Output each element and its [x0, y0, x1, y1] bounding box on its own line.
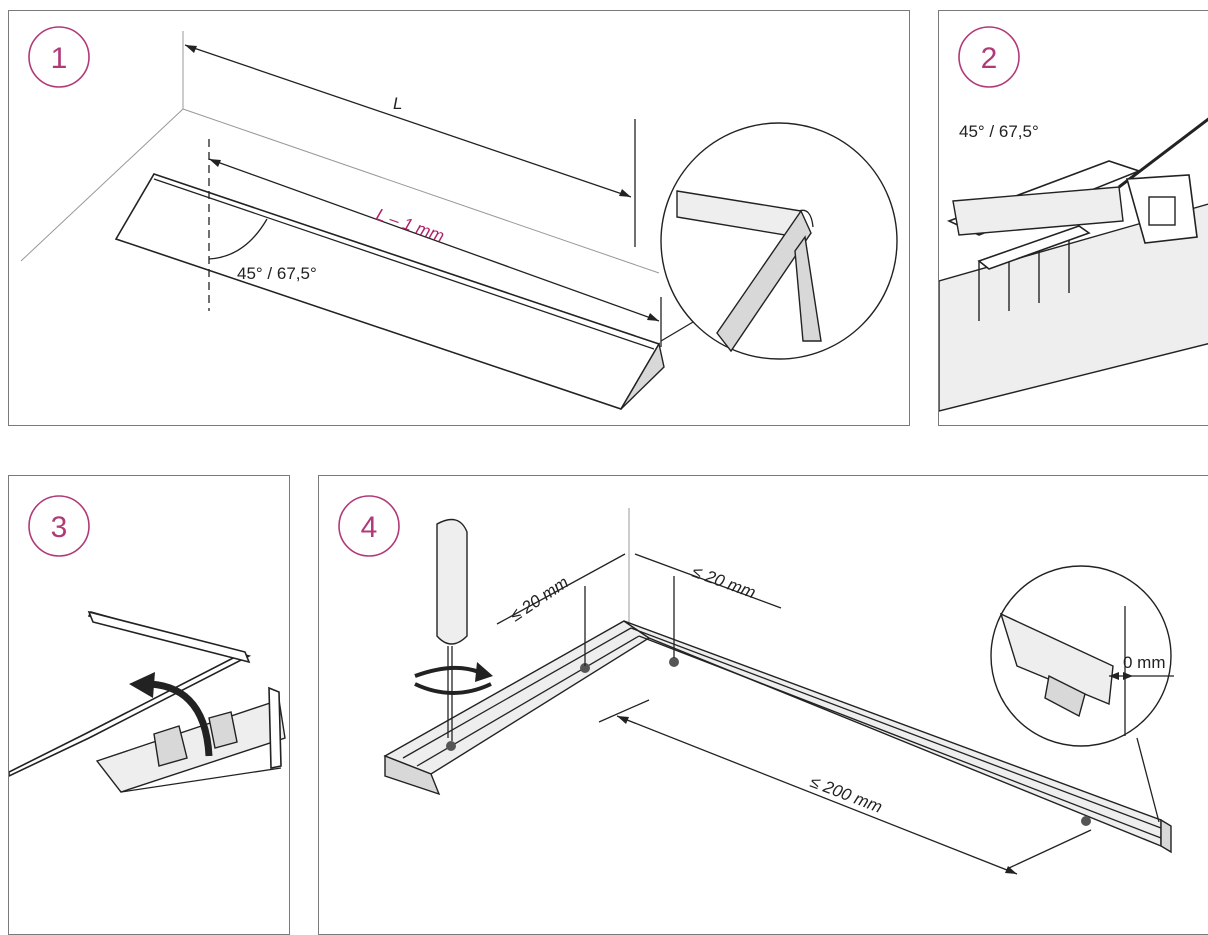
profile-right — [623, 620, 1172, 854]
step-2-illustration: 2 45° / 67,5° — [939, 26, 1208, 412]
step-2-panel: 2 45° / 67,5° — [938, 10, 1208, 426]
magnifier-detail-icon — [660, 122, 898, 360]
svg-text:45° / 67,5°: 45° / 67,5° — [959, 122, 1039, 141]
curved-arrow-icon — [129, 672, 213, 757]
step-4-illustration: 4 — [338, 495, 1174, 875]
svg-text:3: 3 — [51, 511, 68, 544]
step-3-illustration: 3 — [9, 495, 286, 793]
svg-text:1: 1 — [51, 42, 68, 75]
step-1-badge: 1 — [28, 26, 90, 88]
step-1-illustration: 1 L L – 1 mm 45° / 67,5° — [20, 26, 898, 410]
step-4-panel: 4 — [318, 475, 1208, 935]
magnifier-detail-icon: 0 mm — [990, 565, 1174, 823]
step-3-badge: 3 — [28, 495, 90, 557]
saw-icon — [952, 117, 1208, 244]
rotation-arrow-icon — [414, 662, 493, 695]
screwdriver-icon — [436, 518, 468, 741]
profile-left — [383, 620, 651, 796]
svg-text:≤ 20 mm: ≤ 20 mm — [507, 573, 572, 626]
svg-text:0 mm: 0 mm — [1123, 653, 1166, 672]
svg-text:≤ 200 mm: ≤ 200 mm — [808, 772, 885, 817]
step-1-panel: 1 L L – 1 mm 45° / 67,5° — [8, 10, 910, 426]
step-4-badge: 4 — [338, 495, 400, 557]
svg-text:45° / 67,5°: 45° / 67,5° — [237, 264, 317, 283]
svg-text:≤ 20 mm: ≤ 20 mm — [690, 562, 759, 602]
step-3-panel: 3 — [8, 475, 290, 935]
svg-text:L – 1 mm: L – 1 mm — [374, 205, 447, 246]
svg-text:2: 2 — [981, 42, 998, 75]
dimension-L: L — [184, 44, 636, 247]
svg-text:4: 4 — [361, 511, 378, 544]
svg-text:L: L — [393, 94, 402, 113]
step-2-badge: 2 — [958, 26, 1020, 88]
